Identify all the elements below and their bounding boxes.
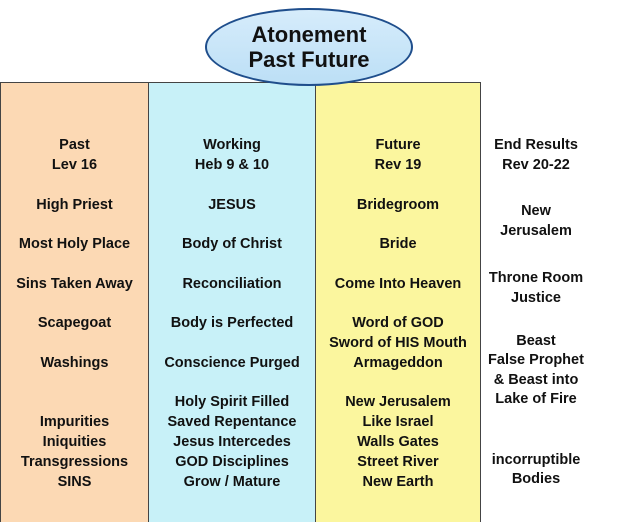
working-item: JESUS [208, 197, 256, 213]
past-item: Scapegoat [37, 315, 112, 331]
results-item: Beast [516, 333, 556, 349]
results-item: Bodies [511, 471, 561, 487]
past-item: Sins Taken Away [16, 276, 133, 292]
past-item: Washings [40, 355, 109, 371]
future-list-item: Like Israel [362, 414, 434, 430]
future-item: Bridegroom [356, 197, 440, 213]
future-column: Future Rev 19 Bridegroom Bride Come Into… [315, 82, 481, 522]
future-list-item: New Earth [362, 474, 434, 490]
working-column: Working Heb 9 & 10 JESUS Body of Christ … [148, 82, 315, 522]
future-item: Bride [379, 236, 417, 252]
past-list-item: SINS [57, 474, 92, 490]
results-header-2: Rev 20-22 [502, 157, 570, 173]
past-item: Most Holy Place [18, 236, 131, 252]
past-column: Past Lev 16 High Priest Most Holy Place … [0, 82, 148, 522]
past-header-1: Past [59, 137, 90, 153]
future-list-item: Street River [357, 454, 439, 470]
working-list-item: Jesus Intercedes [173, 434, 291, 450]
title-line-1: Atonement [251, 22, 367, 47]
working-list-item: GOD Disciplines [175, 454, 289, 470]
results-item: incorruptible [491, 452, 581, 468]
working-list-item: Holy Spirit Filled [174, 394, 290, 410]
working-item: Body is Perfected [170, 315, 294, 331]
past-item: High Priest [36, 197, 113, 213]
future-word-item: Armageddon [353, 355, 443, 371]
future-list-item: Walls Gates [357, 434, 439, 450]
future-list-item: New Jerusalem [345, 394, 451, 410]
results-item: False Prophet [488, 352, 584, 368]
results-item: New [521, 203, 551, 219]
working-item: Conscience Purged [164, 355, 300, 371]
future-word-item: Sword of HIS Mouth [329, 335, 467, 351]
working-header-1: Working [203, 137, 261, 153]
past-list-item: Impurities [39, 414, 110, 430]
results-item: Throne Room [488, 270, 584, 286]
working-list-item: Grow / Mature [183, 474, 281, 490]
title-line-2: Past Future [248, 47, 370, 72]
past-list-item: Transgressions [20, 454, 129, 470]
future-header-2: Rev 19 [374, 157, 422, 173]
future-header-1: Future [375, 137, 421, 153]
future-word-item: Word of GOD [352, 315, 444, 331]
end-results-column: End Results Rev 20-22 New Jerusalem Thro… [481, 82, 591, 522]
title-oval: Atonement Past Future [205, 8, 413, 86]
working-item: Reconciliation [182, 276, 282, 292]
results-item: Justice [511, 290, 561, 306]
past-list-item: Iniquities [42, 434, 107, 450]
results-item: & Beast into [493, 372, 579, 388]
working-list-item: Saved Repentance [167, 414, 297, 430]
results-item: Lake of Fire [495, 391, 577, 407]
past-header-2: Lev 16 [51, 157, 98, 173]
results-item: Jerusalem [500, 223, 572, 239]
future-item: Come Into Heaven [334, 276, 462, 292]
working-item: Body of Christ [182, 236, 282, 252]
working-header-2: Heb 9 & 10 [194, 157, 270, 173]
results-header-1: End Results [494, 137, 578, 153]
